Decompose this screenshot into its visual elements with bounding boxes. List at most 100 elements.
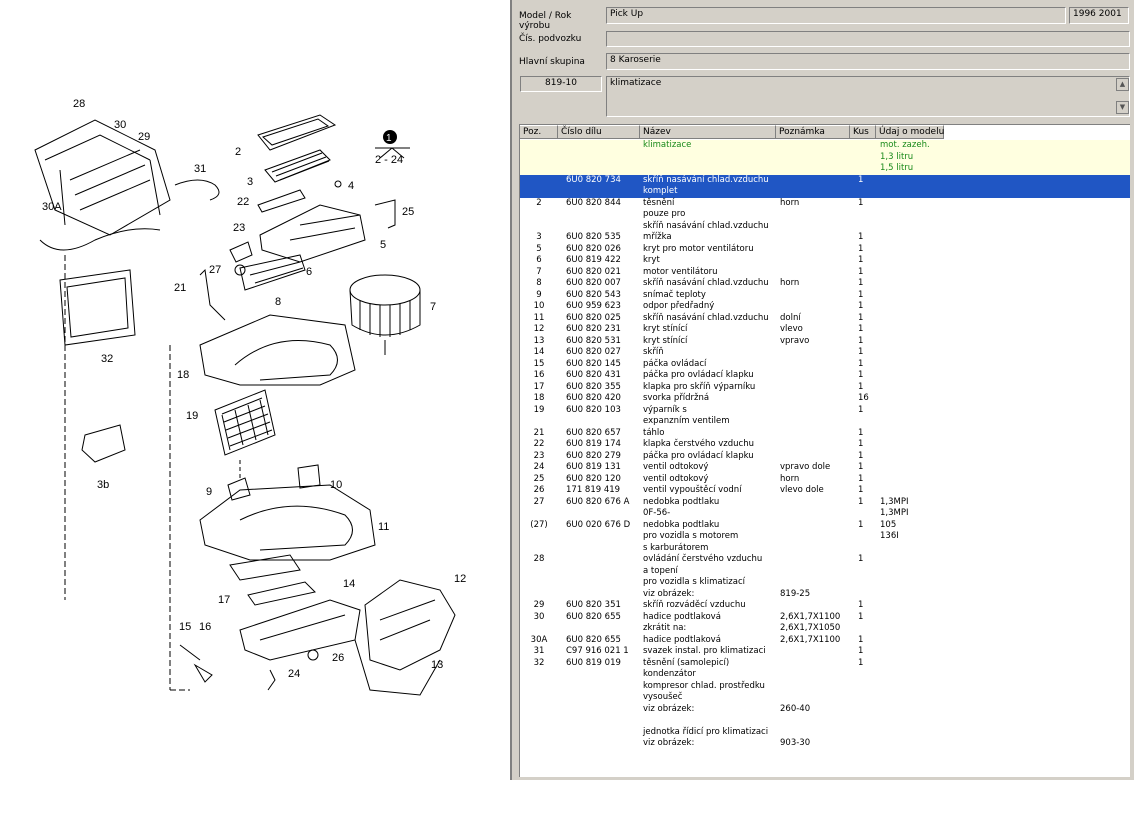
row-note: 2,6X1,7X1100 bbox=[780, 611, 841, 622]
table-row[interactable]: skříň nasávání chlad.vzduchu bbox=[520, 221, 1130, 233]
table-row[interactable]: zkrátit na:2,6X1,7X1050 bbox=[520, 623, 1130, 635]
row-quantity: 1 bbox=[858, 427, 864, 438]
row-name: snímač teploty bbox=[643, 289, 706, 300]
table-row[interactable]: viz obrázek:903-30 bbox=[520, 738, 1130, 750]
section-code-field[interactable]: 819-10 bbox=[520, 76, 602, 92]
main-group-field[interactable]: 8 Karoserie bbox=[606, 53, 1130, 70]
row-note: 260-40 bbox=[780, 703, 811, 714]
table-row[interactable]: kompresor chlad. prostředku bbox=[520, 681, 1130, 693]
table-row[interactable]: kondenzátor bbox=[520, 669, 1130, 681]
column-header-pos[interactable]: Poz. bbox=[520, 125, 558, 139]
chassis-field[interactable] bbox=[606, 31, 1130, 47]
row-name: kryt stínící bbox=[643, 324, 688, 334]
row-position: 23 bbox=[533, 450, 545, 461]
scroll-up-button[interactable]: ▲ bbox=[1116, 78, 1129, 91]
column-header-name[interactable]: Název bbox=[640, 125, 776, 139]
row-name: skříň bbox=[643, 347, 664, 357]
row-name: pro vozidla s klimatizací bbox=[643, 577, 745, 587]
row-part-number: 6U0 820 531 bbox=[566, 335, 621, 346]
row-part-number: 6U0 820 355 bbox=[566, 381, 621, 392]
row-part-number: 6U0 820 734 bbox=[566, 174, 621, 185]
table-row[interactable]: 0F-56-1,3MPI bbox=[520, 508, 1130, 520]
callout-3b: 3b bbox=[97, 479, 109, 491]
row-part-number: 6U0 820 027 bbox=[566, 347, 621, 357]
table-row[interactable] bbox=[520, 715, 1130, 727]
row-quantity: 1 bbox=[858, 243, 864, 254]
table-row[interactable]: 1,3 litru bbox=[520, 151, 1130, 163]
row-model-info: 1,3MPI bbox=[880, 508, 909, 518]
section-description-field[interactable]: klimatizace bbox=[606, 76, 1130, 117]
row-position: 26 bbox=[533, 485, 545, 495]
model-field[interactable]: Pick Up bbox=[606, 7, 1066, 24]
column-header-note[interactable]: Poznámka bbox=[776, 125, 850, 139]
row-position: 22 bbox=[533, 439, 545, 449]
row-note: horn bbox=[780, 197, 800, 208]
table-row[interactable]: pro vozidla s klimatizací bbox=[520, 577, 1130, 589]
row-position: 25 bbox=[533, 473, 545, 484]
row-model-info: 1,3 litru bbox=[880, 151, 914, 162]
row-quantity: 1 bbox=[858, 266, 864, 277]
row-name: páčka ovládací bbox=[643, 358, 707, 369]
table-row[interactable]: s karburátorem bbox=[520, 543, 1130, 555]
table-row[interactable]: vysoušeč bbox=[520, 692, 1130, 704]
row-quantity: 1 bbox=[858, 301, 864, 311]
row-part-number: 6U0 820 431 bbox=[566, 370, 621, 380]
table-row[interactable]: pouze pro bbox=[520, 209, 1130, 221]
table-row[interactable]: viz obrázek:260-40 bbox=[520, 704, 1130, 716]
row-name: skříň nasávání chlad.vzduchu bbox=[643, 174, 769, 185]
row-position: 30A bbox=[530, 634, 548, 645]
column-header-model[interactable]: Údaj o modelu bbox=[876, 125, 944, 139]
table-row[interactable]: expanzním ventilem bbox=[520, 416, 1130, 428]
table-row[interactable]: a topení bbox=[520, 566, 1130, 578]
column-header-qty[interactable]: Kus bbox=[850, 125, 876, 139]
callout-11: 11 bbox=[378, 521, 389, 533]
row-position: 17 bbox=[533, 381, 545, 392]
table-row[interactable]: komplet bbox=[520, 186, 1130, 198]
table-row[interactable]: viz obrázek:819-25 bbox=[520, 589, 1130, 601]
row-position: 8 bbox=[536, 278, 542, 288]
years-field[interactable]: 1996 2001 bbox=[1069, 7, 1129, 24]
table-row[interactable]: jednotka řídicí pro klimatizaci bbox=[520, 727, 1130, 739]
scroll-down-button[interactable]: ▼ bbox=[1116, 101, 1129, 114]
row-quantity: 1 bbox=[858, 197, 864, 208]
row-name: pouze pro bbox=[643, 209, 686, 219]
row-quantity: 1 bbox=[858, 404, 864, 415]
table-row[interactable]: 1,5 litru bbox=[520, 163, 1130, 175]
column-header-part-number[interactable]: Číslo dílu bbox=[558, 125, 640, 139]
row-position: 10 bbox=[533, 301, 545, 311]
